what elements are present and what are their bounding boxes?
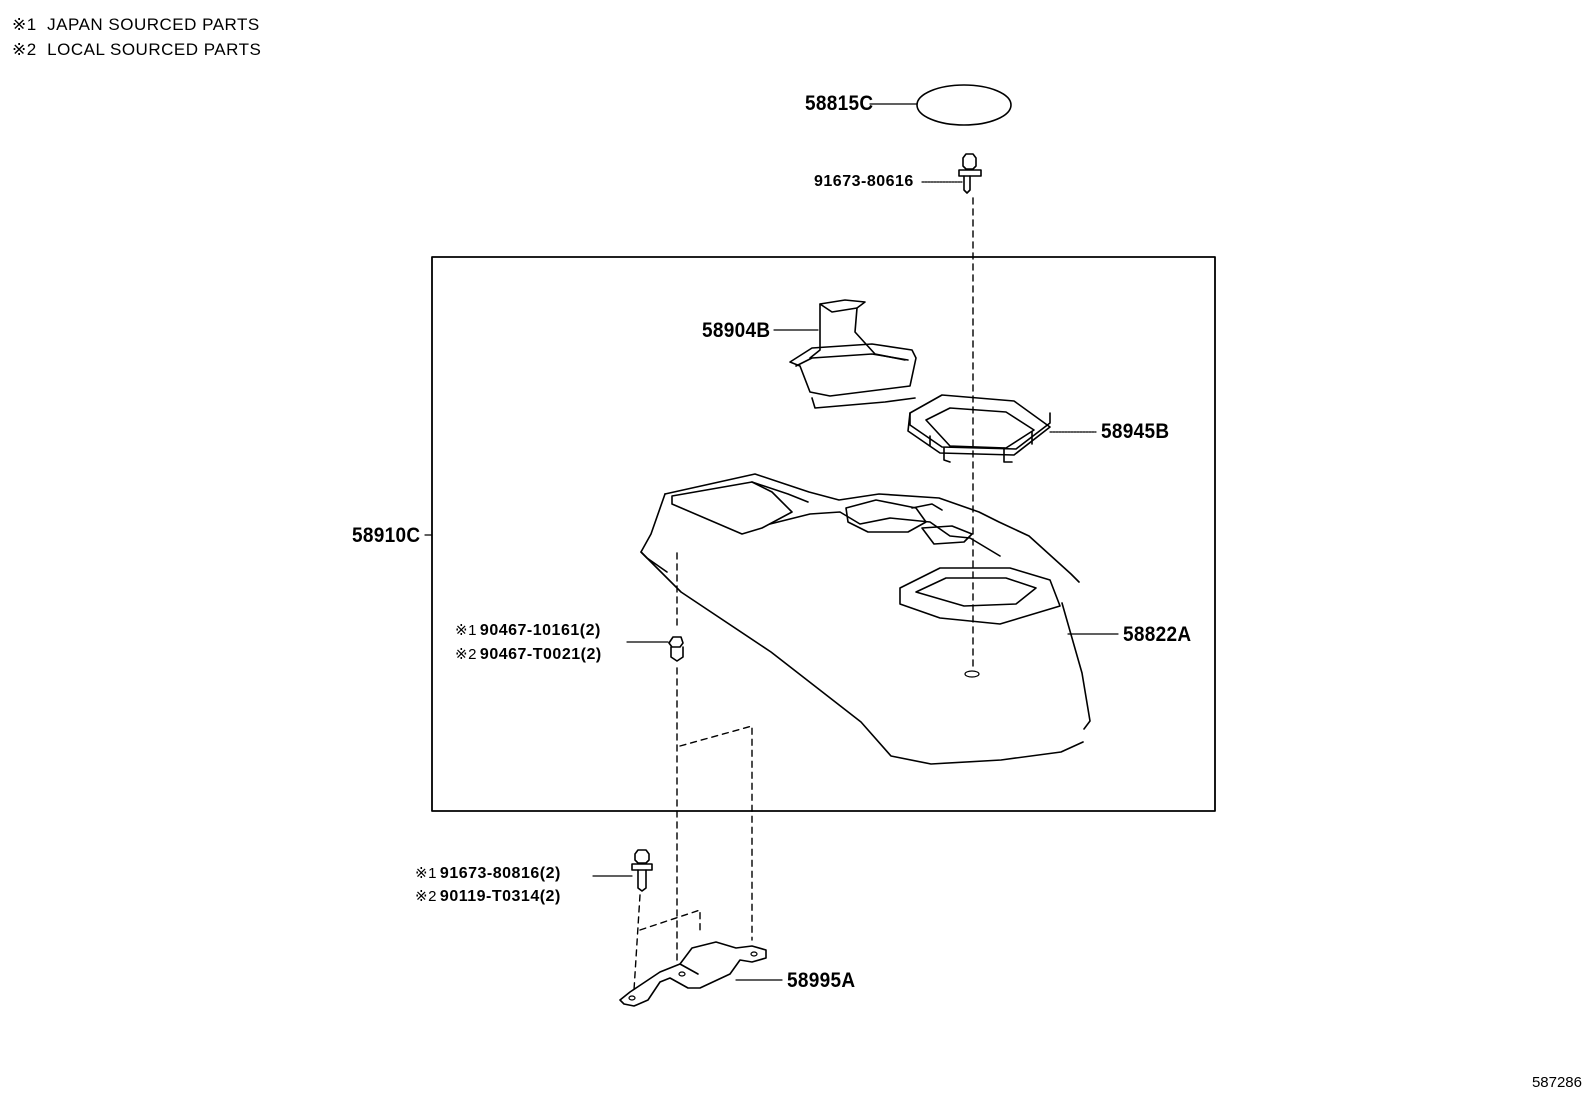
dash-axis-bolt — [633, 894, 641, 991]
bracket-58995a-shape — [619, 941, 767, 1007]
dash-bracket-lower — [639, 909, 701, 933]
clip-90467-shape — [668, 636, 684, 662]
panel-58945b-shape — [907, 394, 1051, 463]
screw-91673-80616-shape — [958, 153, 982, 194]
part-label-58910c: 58910C — [352, 524, 421, 548]
legend-item-japan: ※1 JAPAN SOURCED PARTS — [12, 15, 260, 34]
console-box-58822a-shape — [640, 473, 1091, 765]
part-label-58815c: 58815C — [805, 92, 874, 116]
part-label-58822a: 58822A — [1123, 623, 1192, 647]
shift-boot-58904b-shape — [789, 299, 917, 409]
part-label-58945b: 58945B — [1101, 420, 1170, 444]
dash-bracket-upper — [679, 725, 753, 941]
illustration-number: 587286 — [1531, 1074, 1582, 1091]
part-label-58904b: 58904B — [702, 319, 771, 343]
hole-mark — [964, 670, 980, 678]
assembly-frame — [431, 256, 1216, 812]
cap-58815c-shape — [916, 84, 1012, 126]
part-label-58995a: 58995A — [787, 969, 856, 993]
bolt-91673-80816-shape — [631, 849, 653, 892]
part-label-91673-80616: 91673-80616 — [814, 173, 914, 190]
legend-item-local: ※2 LOCAL SOURCED PARTS — [12, 40, 262, 59]
legend: ※1 JAPAN SOURCED PARTS ※2 LOCAL SOURCED … — [12, 12, 261, 62]
